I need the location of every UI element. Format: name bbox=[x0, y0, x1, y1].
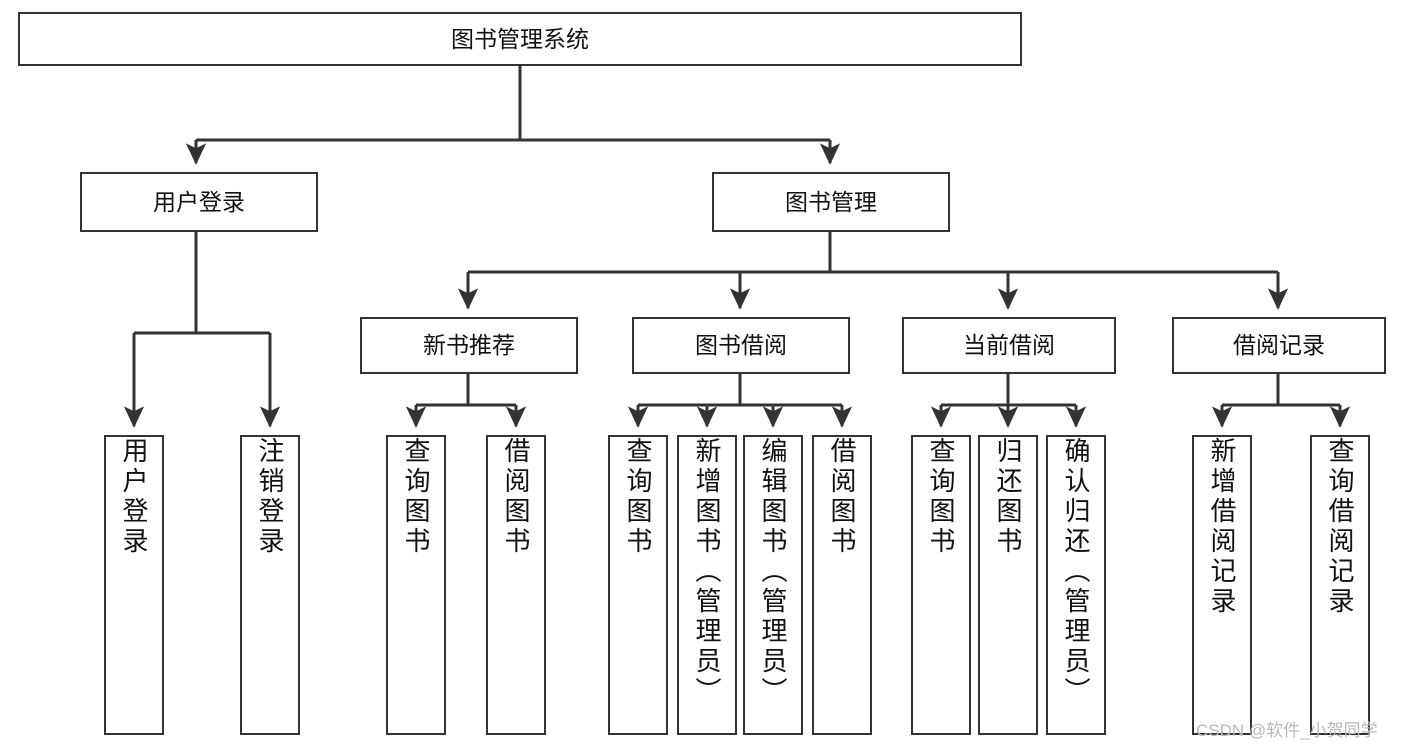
leaf-add-borrow-record-label: 新增借阅记录 bbox=[1207, 437, 1237, 617]
node-new-book-recommend[interactable]: 新书推荐 bbox=[360, 317, 578, 374]
leaf-borrow-book-2-label: 借阅图书 bbox=[827, 437, 857, 557]
leaf-query-borrow-record-label: 查询借阅记录 bbox=[1325, 437, 1355, 617]
leaf-return-book-label: 归还图书 bbox=[993, 437, 1023, 557]
node-borrow-record[interactable]: 借阅记录 bbox=[1172, 317, 1386, 374]
leaf-user-login-action-label: 用户登录 bbox=[119, 437, 149, 557]
node-current-borrow[interactable]: 当前借阅 bbox=[902, 317, 1116, 374]
leaf-edit-book-admin[interactable]: 编辑图书（管理员） bbox=[743, 435, 803, 735]
node-user-login-label: 用户登录 bbox=[153, 188, 245, 215]
leaf-query-borrow-record[interactable]: 查询借阅记录 bbox=[1310, 435, 1370, 735]
leaf-borrow-book-2[interactable]: 借阅图书 bbox=[812, 435, 872, 735]
leaf-query-book-3[interactable]: 查询图书 bbox=[911, 435, 971, 735]
node-book-borrow[interactable]: 图书借阅 bbox=[632, 317, 850, 374]
leaf-user-logout-action[interactable]: 注销登录 bbox=[240, 435, 300, 735]
leaf-user-login-action[interactable]: 用户登录 bbox=[104, 435, 164, 735]
leaf-edit-book-admin-label: 编辑图书（管理员） bbox=[758, 437, 788, 707]
leaf-query-book-2[interactable]: 查询图书 bbox=[608, 435, 668, 735]
leaf-query-book-1-label: 查询图书 bbox=[401, 437, 431, 557]
node-borrow-record-label: 借阅记录 bbox=[1233, 332, 1325, 359]
leaf-add-book-admin[interactable]: 新增图书（管理员） bbox=[677, 435, 737, 735]
node-current-borrow-label: 当前借阅 bbox=[963, 332, 1055, 359]
leaf-add-book-admin-label: 新增图书（管理员） bbox=[692, 437, 722, 707]
leaf-query-book-2-label: 查询图书 bbox=[623, 437, 653, 557]
leaf-query-book-3-label: 查询图书 bbox=[926, 437, 956, 557]
leaf-return-book[interactable]: 归还图书 bbox=[978, 435, 1038, 735]
csdn-watermark: CSDN @软件_小贺同学 bbox=[1196, 721, 1378, 740]
node-root-label: 图书管理系统 bbox=[451, 25, 589, 52]
node-root[interactable]: 图书管理系统 bbox=[18, 12, 1022, 66]
node-user-login[interactable]: 用户登录 bbox=[80, 172, 318, 232]
leaf-query-book-1[interactable]: 查询图书 bbox=[386, 435, 446, 735]
node-book-borrow-label: 图书借阅 bbox=[695, 332, 787, 359]
leaf-confirm-return-admin[interactable]: 确认归还（管理员） bbox=[1046, 435, 1106, 735]
node-book-management[interactable]: 图书管理 bbox=[712, 172, 950, 232]
leaf-user-logout-action-label: 注销登录 bbox=[255, 437, 285, 557]
leaf-borrow-book-1[interactable]: 借阅图书 bbox=[486, 435, 546, 735]
leaf-confirm-return-admin-label: 确认归还（管理员） bbox=[1061, 437, 1091, 707]
node-book-management-label: 图书管理 bbox=[785, 188, 877, 215]
leaf-borrow-book-1-label: 借阅图书 bbox=[501, 437, 531, 557]
leaf-add-borrow-record[interactable]: 新增借阅记录 bbox=[1192, 435, 1252, 735]
node-new-book-recommend-label: 新书推荐 bbox=[423, 332, 515, 359]
